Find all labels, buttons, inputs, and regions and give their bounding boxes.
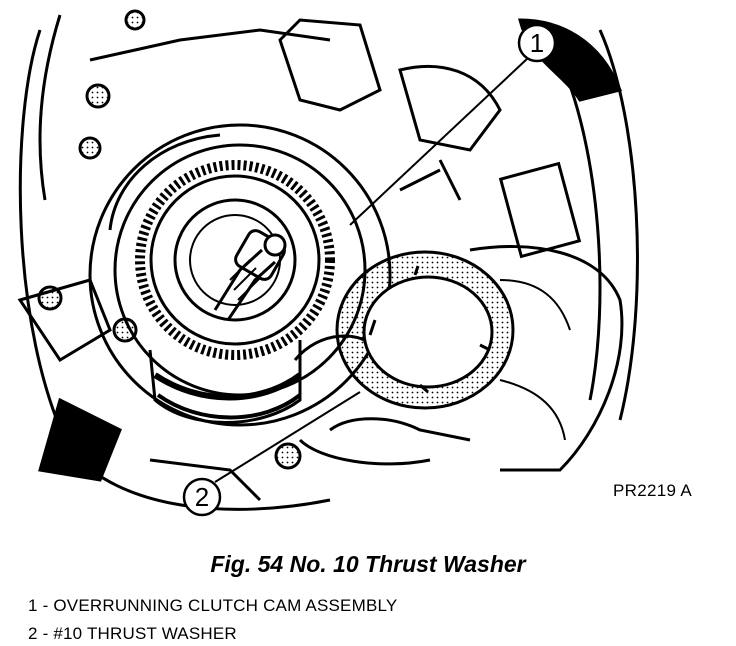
hand <box>293 245 624 472</box>
leader-lines <box>214 57 529 483</box>
input-shaft <box>213 229 287 321</box>
callout-1-number: 1 <box>530 28 544 58</box>
transmission-illustration: 1 2 <box>17 9 639 517</box>
callout-2-number: 2 <box>195 482 209 512</box>
legend-item-1: 1 - OVERRUNNING CLUTCH CAM ASSEMBLY <box>28 596 398 615</box>
case-outline <box>17 14 639 511</box>
figure-caption: Fig. 54 No. 10 Thrust Washer <box>210 551 526 577</box>
legend-item-2: 2 - #10 THRUST WASHER <box>28 624 237 643</box>
valve-body <box>278 18 623 259</box>
callout-1: 1 <box>517 23 557 63</box>
callout-2: 2 <box>182 477 222 517</box>
thrust-washer <box>335 250 515 410</box>
figure-code: PR2219 A <box>613 481 692 500</box>
case-bolts <box>37 9 302 470</box>
